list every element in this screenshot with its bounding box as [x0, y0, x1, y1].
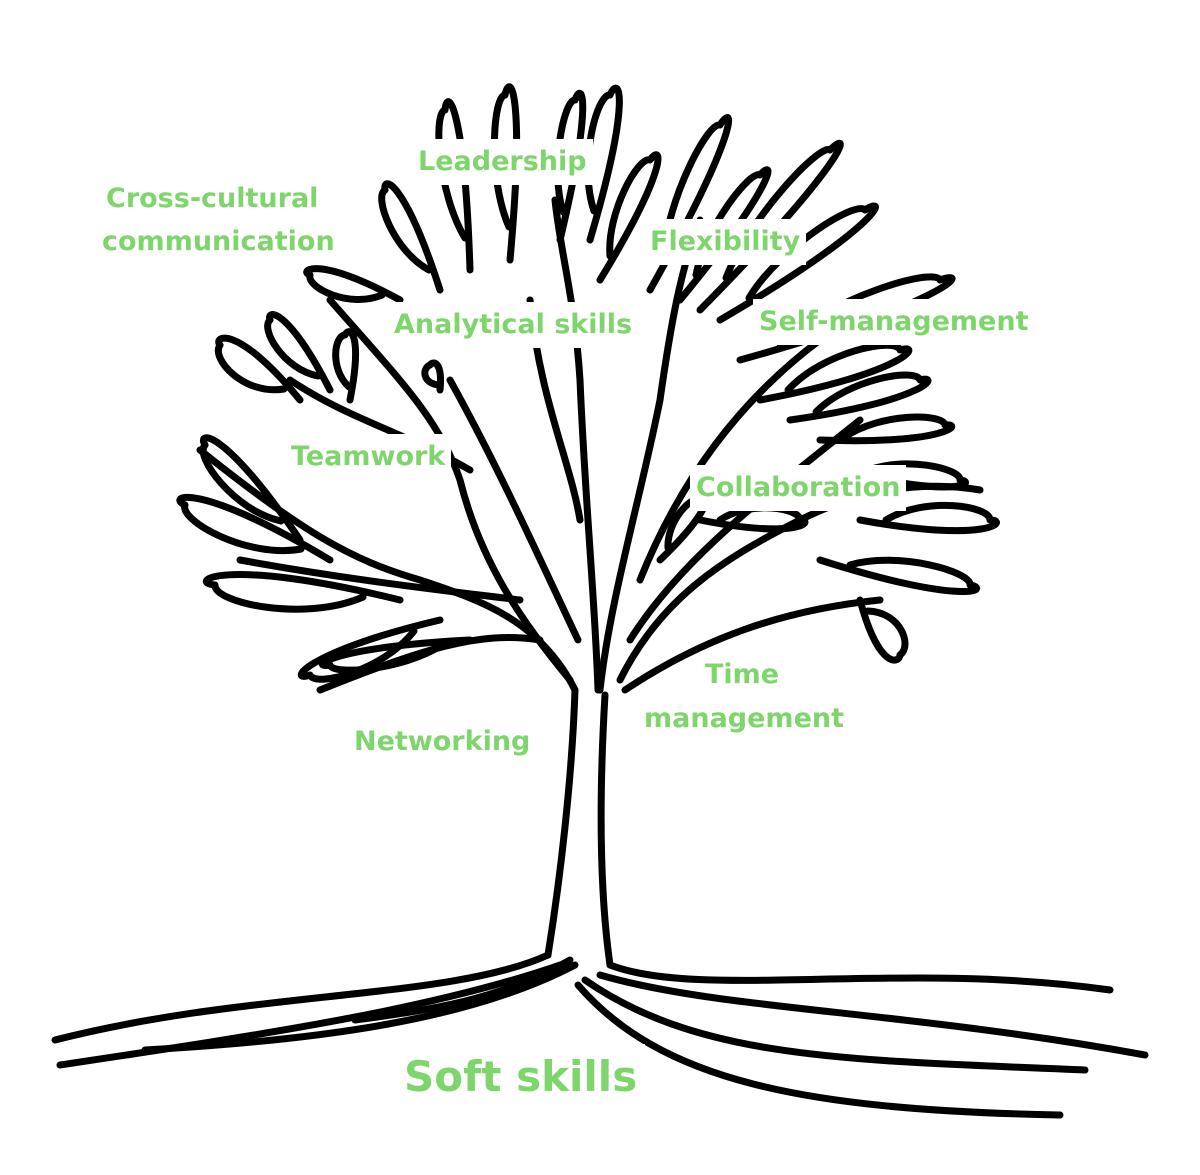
leaf-loop — [176, 493, 334, 564]
label-time: Time — [699, 652, 786, 696]
leaf-loop — [297, 616, 444, 683]
label-teamwork: Teamwork — [285, 434, 452, 480]
label-networking: Networking — [348, 719, 537, 765]
leaf-loop — [856, 596, 909, 664]
leaf-loop — [696, 139, 844, 314]
label-analytical-skills: Analytical skills — [388, 302, 639, 348]
leaf-loop — [756, 341, 913, 404]
leaf-loop — [202, 571, 404, 613]
leaf-loop — [264, 311, 334, 394]
leaf-loop — [421, 359, 445, 394]
leaf-loop — [646, 114, 733, 294]
leaf-loop — [786, 371, 932, 424]
leaf-loop — [332, 328, 360, 404]
leaf-loop — [836, 460, 969, 491]
leaf-loop — [378, 180, 444, 294]
leaf-loop — [435, 98, 474, 274]
label-flexibility: Flexibility — [644, 219, 807, 265]
label-leadership: Leadership — [412, 139, 593, 185]
leaf-loop — [816, 556, 981, 596]
leaf-loop — [199, 434, 304, 544]
label-management: management — [638, 696, 851, 742]
leaf-loop — [696, 504, 809, 533]
roots — [51, 951, 1149, 1119]
leaf-loop — [214, 334, 304, 404]
trunk — [544, 686, 614, 969]
leaf-loop — [856, 501, 1000, 535]
label-collaboration: Collaboration — [690, 465, 907, 511]
leaf-loop — [816, 413, 956, 445]
label-cross-cultural: Cross-cultural — [100, 176, 325, 220]
label-communication: communication — [96, 219, 341, 265]
diagram-title: Soft skills — [396, 1044, 646, 1110]
leaf-loop — [303, 265, 404, 304]
leaf-loop — [596, 151, 662, 284]
leaf-loop — [318, 636, 474, 674]
label-self-management: Self-management — [753, 299, 1035, 345]
